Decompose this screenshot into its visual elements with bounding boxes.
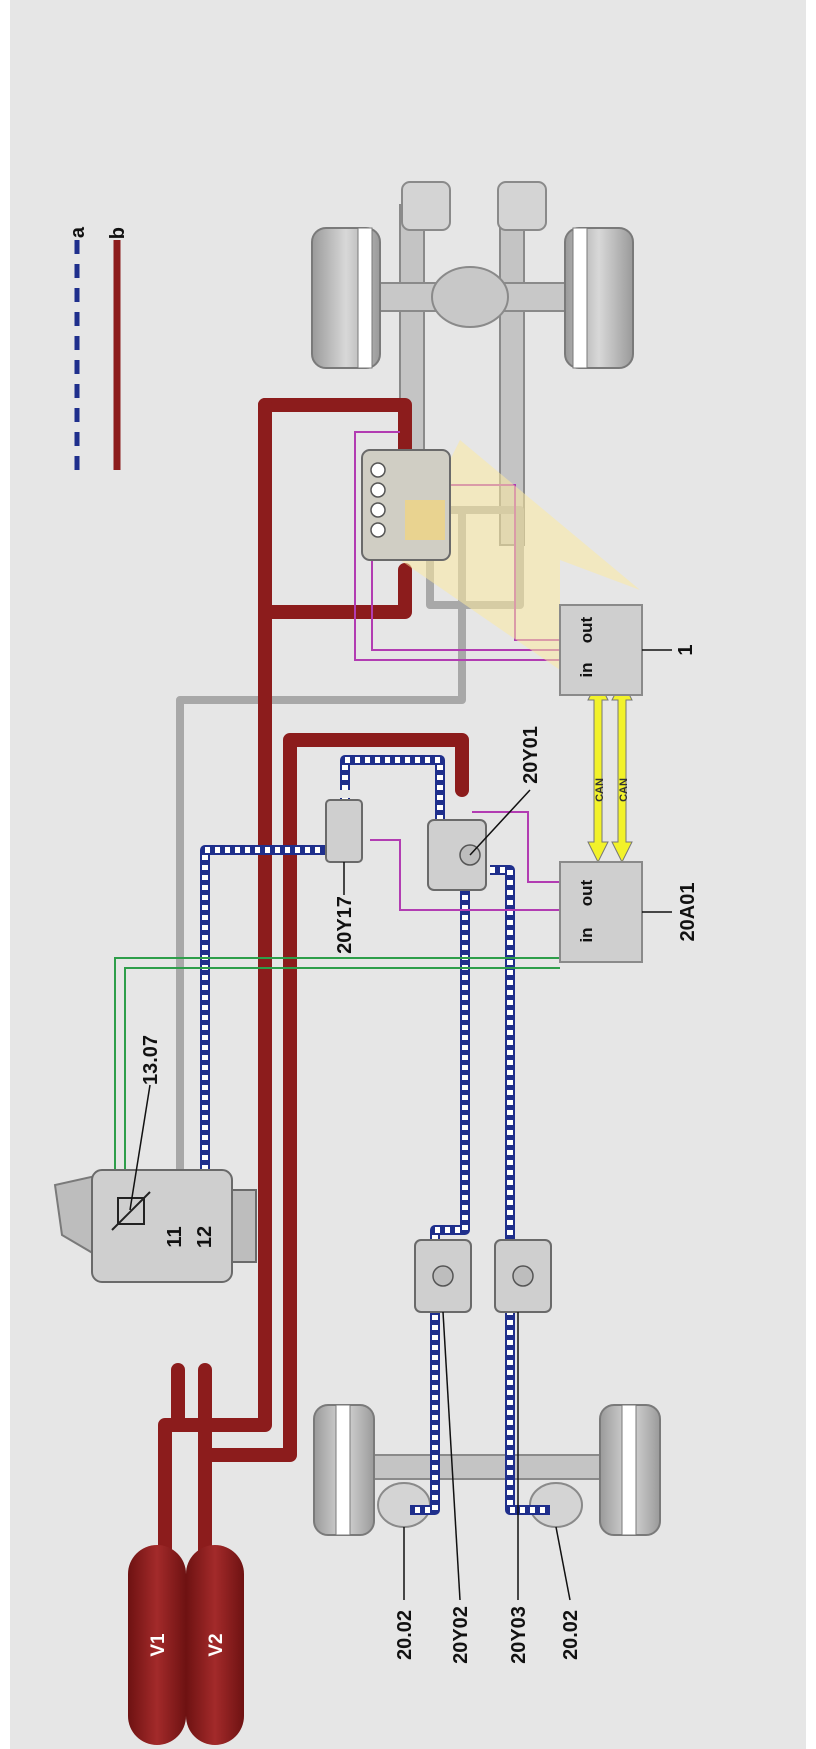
tank-v2-label: V2	[206, 1633, 227, 1656]
modulator-20y03: 20Y03	[495, 1240, 551, 1664]
foot-valve-port-12: 12	[194, 1226, 216, 1248]
valve-20y17-label: 20Y17	[334, 896, 356, 954]
rear-modulator-port-2	[371, 483, 385, 497]
legend-key-b: b	[107, 227, 129, 239]
ecu-front-box	[560, 862, 642, 962]
sensor-wire-2	[125, 968, 560, 1180]
rear-brake-chamber-right	[498, 182, 546, 230]
can-label-2: CAN	[618, 778, 630, 802]
foot-brake-valve: 11 12 13.07	[55, 1035, 256, 1282]
can-arrow-1	[588, 680, 608, 862]
control-lines	[205, 760, 550, 1510]
can-arrow-2	[612, 680, 632, 862]
legend-key-a: a	[67, 226, 89, 238]
ecu-rear-label: 1	[675, 644, 697, 655]
front-tyre-right-inner	[622, 1405, 636, 1535]
ecu-front: in out 20A01	[560, 862, 699, 962]
foot-valve-port-11: 11	[164, 1226, 186, 1247]
ecu-rear-in: in	[577, 662, 596, 677]
tank-v1-label: V1	[148, 1633, 169, 1657]
front-tyre-left-inner	[336, 1405, 350, 1535]
modulator-20y02-port	[433, 1266, 453, 1286]
modulator-20y02-label: 20Y02	[450, 1606, 472, 1664]
rear-modulator-port-1	[371, 463, 385, 477]
rear-brake-chamber-left	[402, 182, 450, 230]
valve-20y01-label: 20Y01	[520, 726, 542, 784]
tank-v2: V2	[186, 1545, 244, 1745]
chamber-right-label: 20.02	[560, 1610, 582, 1660]
legend: a b	[67, 226, 129, 470]
control-line-y03-dash	[490, 870, 550, 1510]
can-bus: CAN CAN	[588, 680, 632, 862]
ecu-front-in: in	[577, 927, 596, 942]
modulator-20y02: 20Y02	[415, 1240, 472, 1664]
ecu-rear-out: out	[577, 616, 596, 643]
rear-modulator-highlight	[405, 500, 445, 540]
modulator-20y03-port	[513, 1266, 533, 1286]
modulator-20y03-label: 20Y03	[508, 1606, 530, 1664]
front-axle	[314, 1405, 660, 1535]
can-label-1: CAN	[594, 778, 606, 802]
valve-20y01: 20Y01	[428, 726, 542, 890]
ecu-front-out: out	[577, 879, 596, 906]
control-line-y02-dash	[410, 885, 465, 1510]
chamber-right-leader	[556, 1527, 570, 1600]
valve-20y17: 20Y17	[326, 800, 362, 954]
chamber-left-label: 20.02	[394, 1610, 416, 1660]
rear-differential	[432, 267, 508, 327]
ecu-rear: in out 1	[560, 605, 697, 695]
tank-v1: V1	[128, 1545, 186, 1745]
rear-tyre-right-inner	[573, 228, 587, 368]
rear-modulator-port-3	[371, 503, 385, 517]
foot-valve-label: 13.07	[140, 1035, 162, 1085]
valve-20y17-body	[326, 800, 362, 862]
control-line-y03	[490, 870, 550, 1510]
ecu-front-label: 20A01	[677, 883, 699, 942]
rear-modulator-valve	[362, 450, 450, 560]
foot-valve-base	[232, 1190, 256, 1262]
rear-tyre-left-inner	[358, 228, 372, 368]
rear-modulator-port-4	[371, 523, 385, 537]
ecu-rear-box	[560, 605, 642, 695]
